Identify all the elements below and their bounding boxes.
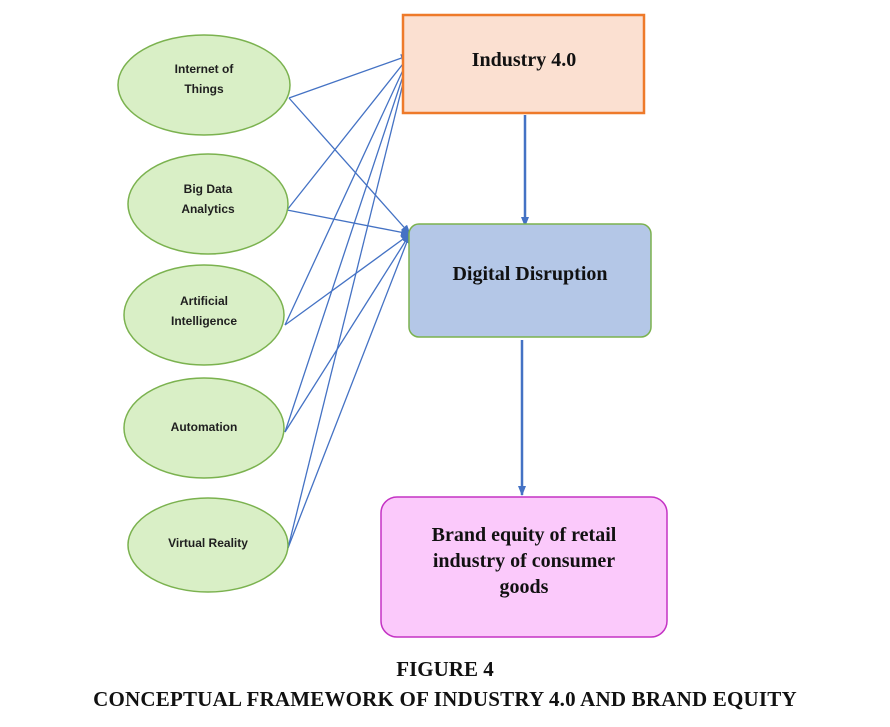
node-line: Intelligence bbox=[171, 314, 237, 328]
arrow-bigdata-to-digital bbox=[286, 209, 411, 237]
node-line: industry of consumer bbox=[433, 550, 615, 572]
arrow-iot-to-digital bbox=[288, 97, 411, 235]
node-line: Analytics bbox=[181, 202, 235, 216]
vertical-connectors bbox=[518, 115, 529, 496]
svg-text:Digital Disruption: Digital Disruption bbox=[452, 263, 607, 285]
node-line: Things bbox=[184, 82, 224, 96]
connector-arrows bbox=[284, 54, 412, 549]
svg-text:Virtual Reality: Virtual Reality bbox=[168, 536, 248, 550]
node-line: Internet of bbox=[175, 62, 235, 76]
arrow-vr-to-industry bbox=[287, 54, 412, 549]
svg-text:Automation: Automation bbox=[171, 420, 238, 434]
arrow-vr-to-digital bbox=[287, 233, 411, 549]
box-digital-disruption: Digital Disruption bbox=[408, 223, 652, 338]
arrow-iot-to-industry bbox=[288, 54, 411, 99]
svg-text:Industry 4.0: Industry 4.0 bbox=[472, 49, 576, 71]
node-line: goods bbox=[500, 576, 549, 598]
arrow-automation-to-industry bbox=[284, 54, 411, 433]
node-line: Industry 4.0 bbox=[472, 49, 576, 71]
ellipse-vr: Virtual Reality bbox=[127, 497, 289, 593]
node-line: Digital Disruption bbox=[452, 263, 607, 285]
node-line: Brand equity of retail bbox=[432, 524, 617, 546]
node-line: Artificial bbox=[180, 294, 228, 308]
arrow-ai-to-digital bbox=[284, 233, 411, 326]
arrow-bigdata-to-industry bbox=[286, 54, 411, 211]
node-line: Virtual Reality bbox=[168, 536, 248, 550]
node-line: Big Data bbox=[184, 182, 233, 196]
figure-title: CONCEPTUAL FRAMEWORK OF INDUSTRY 4.0 AND… bbox=[93, 687, 797, 711]
figure-label: FIGURE 4 bbox=[396, 657, 494, 681]
box-brand-equity: Brand equity of retail industry of consum… bbox=[380, 496, 668, 638]
node-line: Automation bbox=[171, 420, 238, 434]
arrow-ai-to-industry bbox=[284, 54, 411, 326]
ellipse-automation: Automation bbox=[123, 377, 285, 479]
arrow-automation-to-digital bbox=[284, 233, 411, 433]
ellipse-iot: Internet of Things bbox=[117, 34, 291, 136]
box-industry-4-0: Industry 4.0 bbox=[401, 13, 646, 115]
